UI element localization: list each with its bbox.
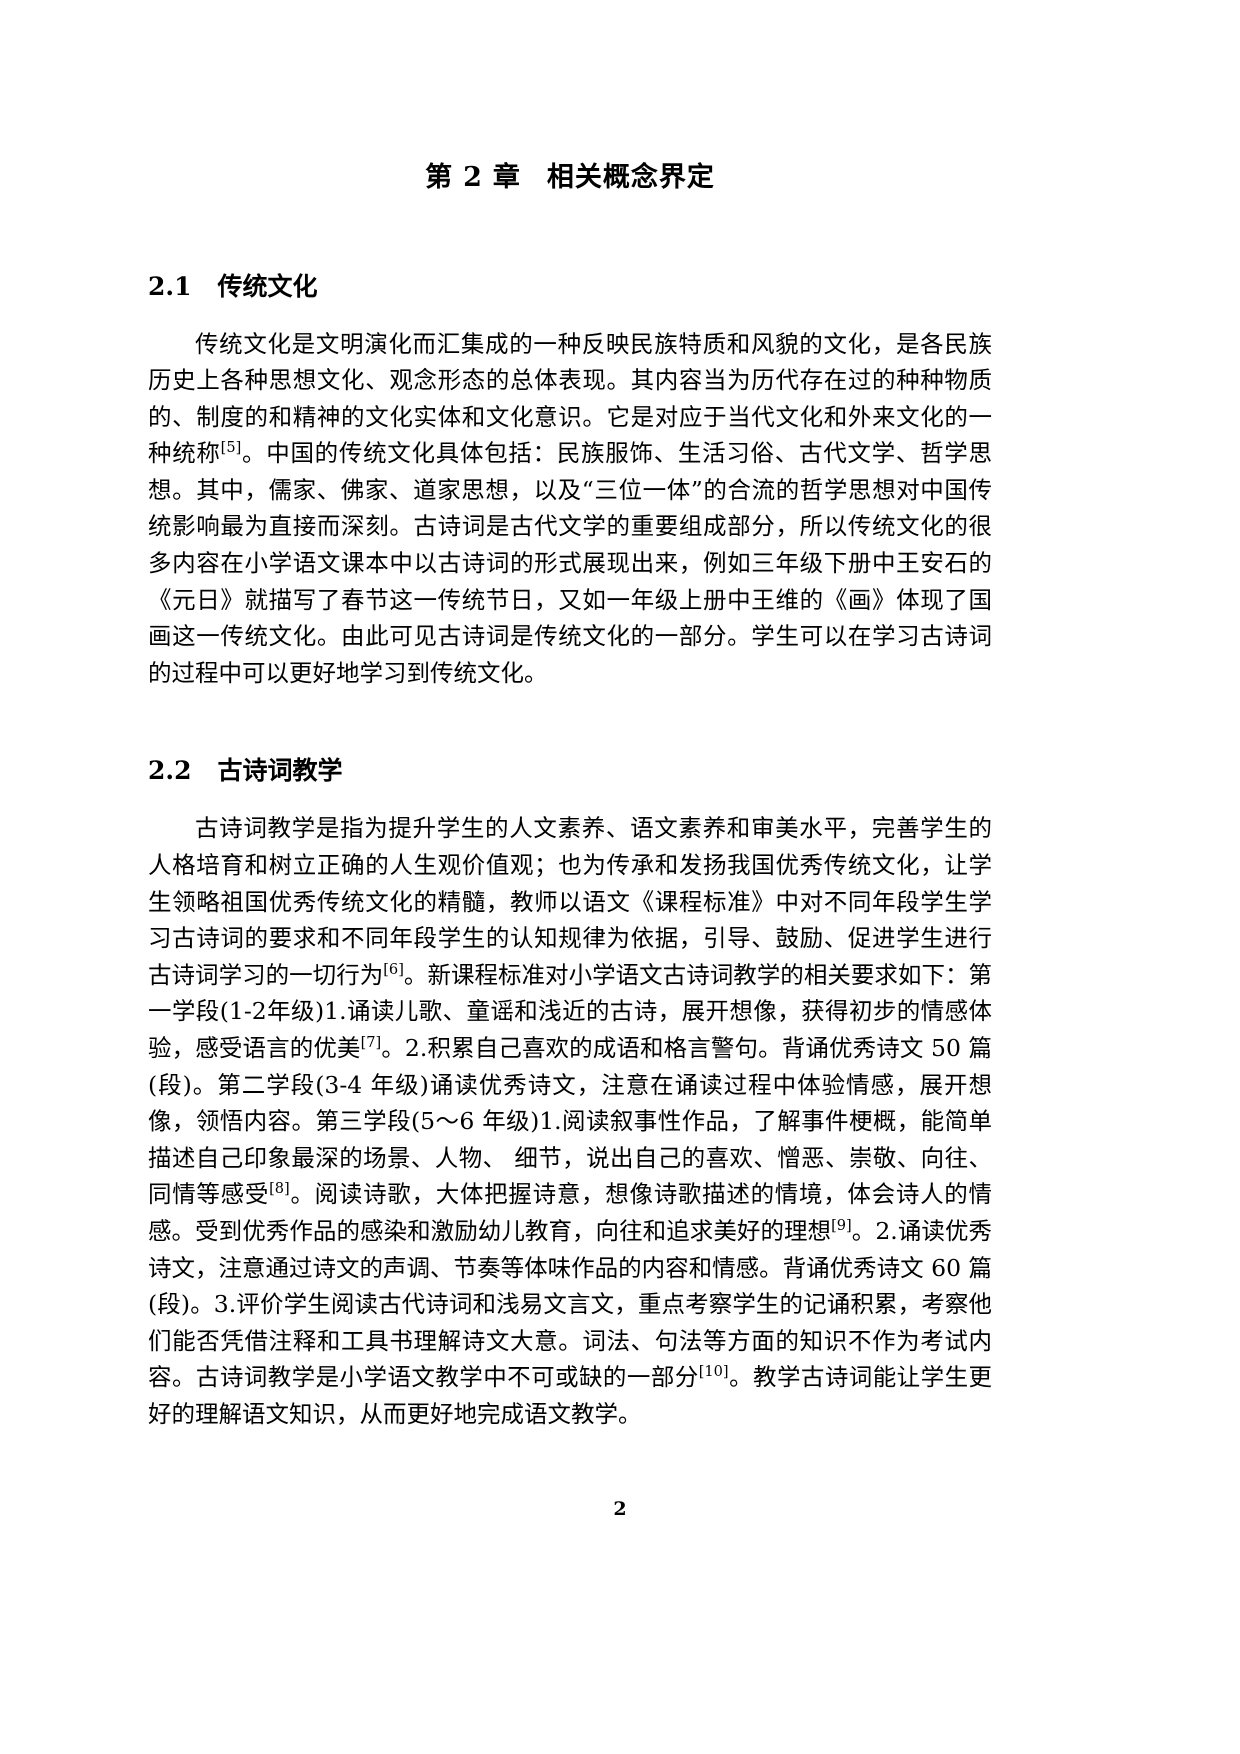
chapter-number: 2 <box>463 162 483 193</box>
section-2-1-paragraph: 传统文化是文明演化而汇集成的一种反映民族特质和风貌的文化，是各民族历史上各种思想… <box>148 304 992 692</box>
paragraph-text-segment: 。2.诵读优秀诗文，注意通过诗文的声调、节奏等体味作品的内容和情感。背诵优秀诗文… <box>148 1216 993 1392</box>
paragraph-text-segment: 传统文化是文明演化而汇集成的一种反映民族特质和风貌的文化，是各民族历史上各种思想… <box>148 329 992 468</box>
section-title-2-1: 传统文化 <box>217 271 318 301</box>
paragraph-text-segment: 。2.积累自己喜欢的成语和格言警句。背诵优秀诗文 50 篇(段)。第二学段(3-… <box>148 1034 993 1209</box>
chapter-label-suffix: 章 <box>492 162 521 193</box>
section-title-2-2: 古诗词教学 <box>217 756 343 786</box>
chapter-label-prefix: 第 <box>425 162 454 193</box>
paragraph-text-segment: 。新课程标准对小学语文古诗词教学的相关要求如下：第一学段(1-2年级)1.诵读儿… <box>148 960 993 1062</box>
citation-marker-5: [5] <box>220 439 242 457</box>
section-heading-2-2: 2.2 古诗词教学 <box>148 691 992 788</box>
citation-marker-7: [7] <box>360 1034 382 1052</box>
section-heading-2-1: 2.1 传统文化 <box>148 199 992 304</box>
page-number-footer: 2 <box>613 1498 627 1520</box>
section-number-2-1: 2.1 <box>148 271 192 301</box>
citation-marker-6: [6] <box>383 960 404 978</box>
section-number-2-2: 2.2 <box>148 756 192 786</box>
paragraph-text-segment: 。教学古诗词能让学生更好的理解语文知识，从而更好地完成语文教学。 <box>148 1363 993 1428</box>
section-2-2-paragraph: 古诗词教学是指为提升学生的人文素养、语文素养和审美水平，完善学生的人格培育和树立… <box>148 788 992 1432</box>
paragraph-text-segment: 古诗词教学是指为提升学生的人文素养、语文素养和审美水平，完善学生的人格培育和树立… <box>148 814 992 989</box>
citation-marker-9: [9] <box>831 1217 852 1235</box>
paragraph-text-segment: 。中国的传统文化具体包括：民族服饰、生活习俗、古代文学、哲学思想。其中，儒家、佛… <box>148 439 993 687</box>
citation-marker-10: [10] <box>698 1363 729 1381</box>
citation-marker-8: [8] <box>269 1180 290 1198</box>
paragraph-text-segment: 。阅读诗歌，大体把握诗意，想像诗歌描述的情境，体会诗人的情感。受到优秀作品的感染… <box>148 1180 993 1245</box>
chapter-title-text: 相关概念界定 <box>546 162 715 193</box>
